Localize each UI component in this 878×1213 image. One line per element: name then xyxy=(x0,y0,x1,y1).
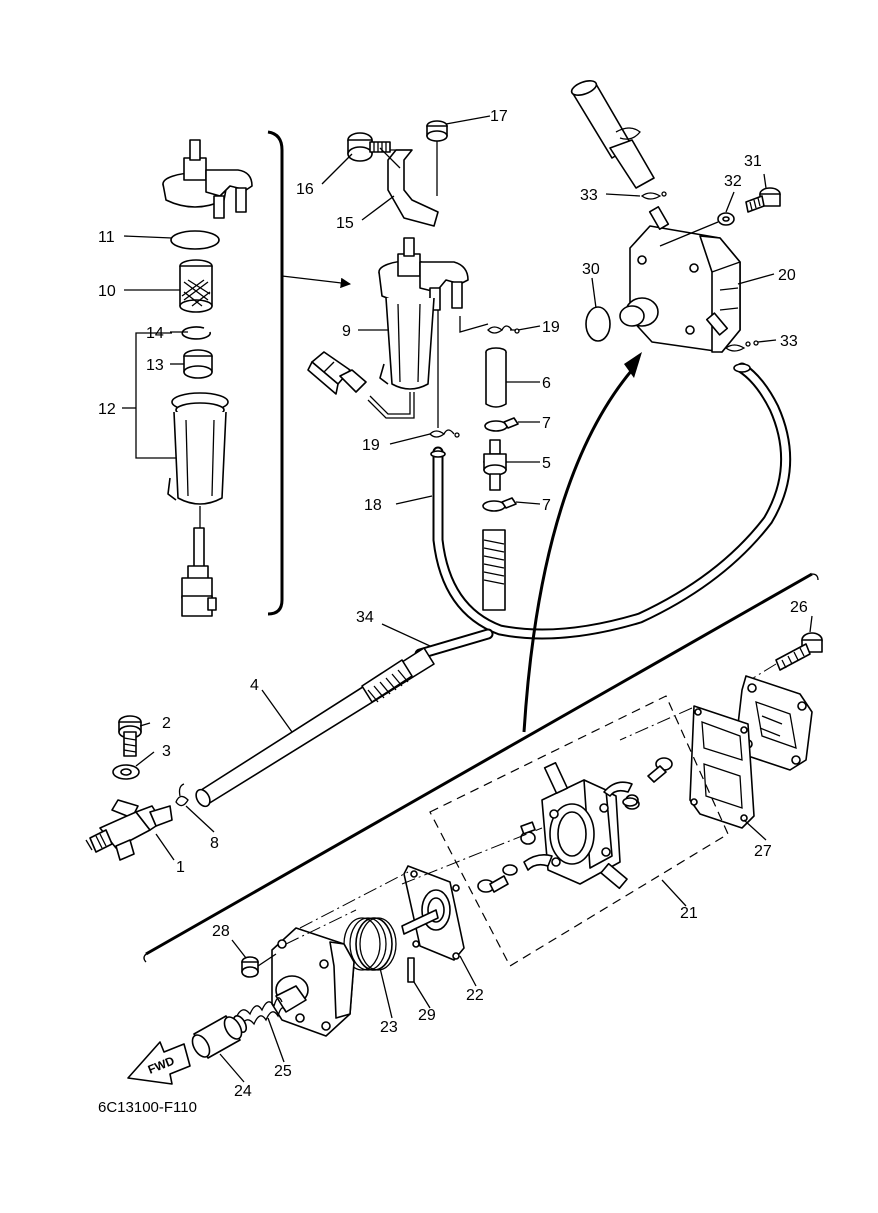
label-12: 12 xyxy=(98,401,116,418)
clip-19-lower xyxy=(429,429,460,438)
nut-inside xyxy=(622,797,638,807)
nut-17 xyxy=(426,120,448,196)
label-32: 32 xyxy=(724,173,742,190)
label-19-upper: 19 xyxy=(542,319,560,336)
label-17: 17 xyxy=(490,108,508,125)
clip-8 xyxy=(175,783,189,807)
flow-arrowhead xyxy=(624,352,642,378)
label-13: 13 xyxy=(146,357,164,374)
label-29: 29 xyxy=(418,1007,436,1024)
label-33-lower: 33 xyxy=(780,333,798,350)
clip-33-upper xyxy=(640,191,667,200)
screw-31 xyxy=(745,187,781,213)
label-4: 4 xyxy=(250,677,259,694)
clamp-7-upper xyxy=(484,417,519,432)
label-3: 3 xyxy=(162,743,171,760)
part-labels: 17 16 15 11 10 14 13 12 9 19 6 7 19 5 18… xyxy=(98,108,808,1116)
filter-cup xyxy=(167,392,229,505)
washer-3 xyxy=(112,764,140,780)
clip-19-upper xyxy=(487,325,520,334)
nut-28 xyxy=(241,956,259,978)
screw-26 xyxy=(775,632,823,671)
o-ring xyxy=(170,230,220,250)
hose-6 xyxy=(485,347,507,408)
label-9: 9 xyxy=(342,323,351,340)
label-14: 14 xyxy=(146,325,164,342)
label-33-upper: 33 xyxy=(580,187,598,204)
filter-element xyxy=(179,259,213,313)
label-19-lower: 19 xyxy=(362,437,380,454)
clip-33-lower xyxy=(724,340,759,352)
diaphragm-22 xyxy=(401,865,465,961)
label-1: 1 xyxy=(176,859,185,876)
section-divider xyxy=(145,572,813,956)
leader-lines xyxy=(135,115,813,1083)
washer-32 xyxy=(717,212,735,226)
gasket xyxy=(689,705,755,829)
connector-9 xyxy=(307,351,367,395)
label-7-upper: 7 xyxy=(542,415,551,432)
o-ring-30 xyxy=(585,306,611,342)
sensor-wire xyxy=(193,527,205,569)
label-16: 16 xyxy=(296,181,314,198)
clamp-7-lower xyxy=(482,497,517,512)
plunger-housing xyxy=(271,927,355,1037)
bolt-16 xyxy=(347,132,391,162)
label-26: 26 xyxy=(790,599,808,616)
sensor-connector xyxy=(181,565,217,617)
label-15: 15 xyxy=(336,215,354,232)
pump-body xyxy=(541,761,628,890)
joint-1 xyxy=(85,799,173,861)
label-31: 31 xyxy=(744,153,762,170)
label-23: 23 xyxy=(380,1019,398,1036)
joint-5 xyxy=(483,439,507,491)
label-25: 25 xyxy=(274,1063,292,1080)
label-10: 10 xyxy=(98,283,116,300)
label-24: 24 xyxy=(234,1083,252,1100)
filter-assembly-inset xyxy=(122,130,284,617)
screw-inside-lower xyxy=(477,875,509,893)
plunger-24 xyxy=(191,1015,243,1059)
label-11: 11 xyxy=(98,229,115,246)
label-28: 28 xyxy=(212,923,230,940)
screw-inside-upper xyxy=(647,757,673,783)
label-21: 21 xyxy=(680,905,698,922)
spring-23 xyxy=(343,917,397,971)
label-8: 8 xyxy=(210,835,219,852)
diagram-code: 6C13100-F110 xyxy=(98,1099,197,1116)
fuel-hose-18 xyxy=(430,362,792,640)
rod-4 xyxy=(195,647,435,808)
filter-nut xyxy=(183,349,213,379)
label-6: 6 xyxy=(542,375,551,392)
label-7-lower: 7 xyxy=(542,497,551,514)
label-20: 20 xyxy=(778,267,796,284)
label-22: 22 xyxy=(466,987,484,1004)
cover-27 xyxy=(735,675,813,771)
fuel-pump-20 xyxy=(570,80,741,353)
fuel-filter-assembly xyxy=(307,120,489,428)
bracket-15 xyxy=(387,149,439,227)
hose-segment xyxy=(482,529,506,611)
filter-head xyxy=(162,139,253,219)
spring-25 xyxy=(232,997,287,1033)
label-34: 34 xyxy=(356,609,374,626)
label-27: 27 xyxy=(754,843,772,860)
circlip xyxy=(181,326,211,340)
label-5: 5 xyxy=(542,455,551,472)
label-30: 30 xyxy=(582,261,600,278)
fwd-arrow: FWD xyxy=(127,1041,191,1085)
pin-29 xyxy=(407,957,415,983)
flow-arrow xyxy=(522,369,634,733)
pump-kit-21-outline xyxy=(429,695,729,967)
label-18: 18 xyxy=(364,497,382,514)
label-2: 2 xyxy=(162,715,171,732)
inset-arrow xyxy=(281,275,352,289)
screw-2 xyxy=(118,715,142,757)
